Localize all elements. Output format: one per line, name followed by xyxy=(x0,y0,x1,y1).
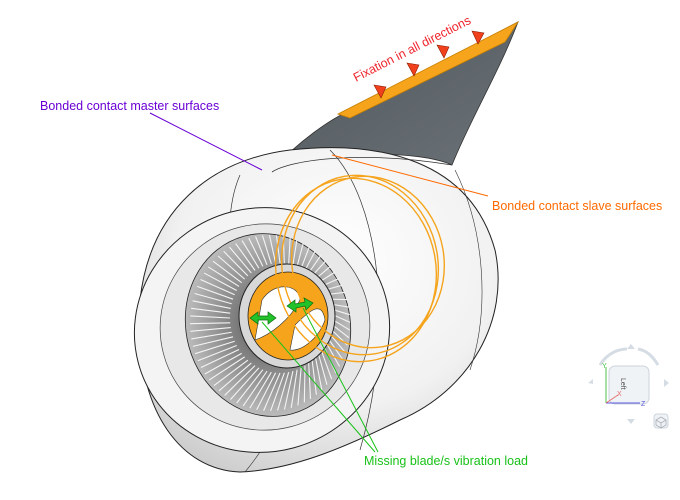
orbit-arc-icon[interactable] xyxy=(598,347,660,366)
fan-blade xyxy=(268,234,277,264)
fan-blade xyxy=(191,331,232,340)
view-cube-face-left[interactable] xyxy=(608,365,650,405)
fan-blade xyxy=(213,359,249,387)
fan-blade xyxy=(263,372,281,411)
home-view-icon[interactable] xyxy=(653,413,669,429)
fan-blade xyxy=(223,250,249,277)
label-vibration-load: Missing blade/s vibration load xyxy=(364,454,528,468)
fan-blade xyxy=(208,266,240,287)
fixation-arrows xyxy=(373,30,485,99)
axis-x-label: X xyxy=(617,391,622,398)
fan-blade xyxy=(297,367,302,406)
fan-blade xyxy=(261,235,272,264)
rotate-left-icon[interactable] xyxy=(588,379,593,384)
vibration-load-arrows xyxy=(249,297,314,325)
view-cube-face-label: Left xyxy=(619,378,626,390)
fan-blade xyxy=(311,360,317,395)
fan-blade xyxy=(236,369,264,404)
fan-blade xyxy=(300,246,311,269)
fan-blade xyxy=(218,362,252,392)
slave-leader xyxy=(331,154,489,197)
fan-blade xyxy=(249,371,272,409)
fan-blade xyxy=(290,369,298,408)
fan-blade xyxy=(224,365,256,396)
fan-blade xyxy=(212,260,243,284)
fan-blade xyxy=(277,372,290,411)
fan-blade xyxy=(192,300,231,309)
fan-blade xyxy=(292,240,298,265)
fan-blade xyxy=(242,370,268,407)
fan-blade xyxy=(197,285,234,300)
rotate-up-icon[interactable] xyxy=(627,344,635,349)
fan-blade xyxy=(229,246,252,274)
fan-blade xyxy=(304,250,316,271)
axis-y-label: Y xyxy=(602,363,607,370)
fan-blade xyxy=(204,352,242,375)
fan-blade xyxy=(275,235,281,264)
fan-blade xyxy=(270,372,285,412)
fan-blade xyxy=(241,240,260,269)
fan-blade xyxy=(283,371,294,410)
master-leader xyxy=(149,112,263,171)
fan-blade xyxy=(235,243,256,271)
fan-blades xyxy=(189,234,351,412)
fan-blade xyxy=(203,272,237,291)
fan-blade xyxy=(288,237,291,264)
fan-blade xyxy=(191,307,231,314)
fan-blade xyxy=(192,336,234,347)
fan-blade xyxy=(314,356,323,391)
rotate-right-icon[interactable] xyxy=(664,379,669,387)
fan-blade xyxy=(296,242,304,267)
axis-z-label: Z xyxy=(641,401,646,408)
fan-blade xyxy=(217,255,246,280)
fan-blade xyxy=(194,292,232,305)
vibration-leader-2 xyxy=(302,307,379,453)
fan-blade xyxy=(320,349,333,380)
rotate-down-icon[interactable] xyxy=(627,419,635,424)
slave-surface-rings xyxy=(274,174,446,363)
fan-blade xyxy=(200,349,240,369)
label-slave-surfaces: Bonded contact slave surfaces xyxy=(492,199,662,213)
view-cube[interactable]: Left Y Z X xyxy=(588,344,669,429)
fan-blade xyxy=(248,237,264,267)
vibration-leader-1 xyxy=(261,321,376,453)
fan-blade xyxy=(197,344,237,362)
fan-blade xyxy=(230,367,260,400)
fan-blade xyxy=(308,254,322,274)
fan-blade xyxy=(255,236,268,266)
fan-blade xyxy=(190,315,231,319)
fan-blade xyxy=(256,372,277,411)
fan-blade xyxy=(200,279,235,296)
label-master-surfaces: Bonded contact master surfaces xyxy=(40,99,219,113)
fan-blade xyxy=(208,356,245,381)
fan-blade xyxy=(317,353,328,385)
fan-blade xyxy=(308,363,312,399)
fan-blade xyxy=(190,327,231,332)
fan-blade xyxy=(194,340,235,355)
fan-blade xyxy=(189,322,231,325)
